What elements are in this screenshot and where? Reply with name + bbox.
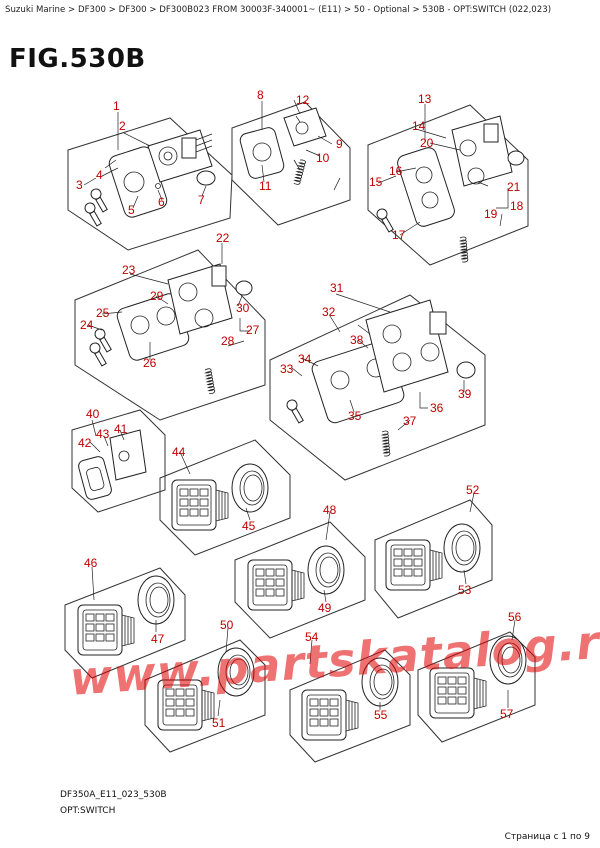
callout-12: 12 bbox=[296, 93, 310, 107]
panel-stop-switch bbox=[231, 101, 351, 226]
diagram-subtitle: OPT:SWITCH bbox=[60, 806, 116, 816]
callout-18: 18 bbox=[510, 199, 524, 213]
callout-4: 4 bbox=[96, 168, 103, 182]
callout-54: 54 bbox=[305, 630, 319, 644]
callouts: 1 2 3 4 5 6 7 8 9 10 11 12 13 14 15 16 1… bbox=[76, 88, 524, 730]
callout-39: 39 bbox=[458, 387, 472, 401]
callout-42: 42 bbox=[78, 436, 92, 450]
panel-ignition-dual-b bbox=[74, 249, 266, 421]
callout-21: 21 bbox=[507, 180, 521, 194]
breadcrumb: Suzuki Marine > DF300 > DF300 > DF300B02… bbox=[5, 5, 552, 15]
callout-15: 15 bbox=[369, 175, 383, 189]
callout-16: 16 bbox=[389, 164, 403, 178]
panel-keypad-54 bbox=[289, 649, 411, 763]
callout-14: 14 bbox=[412, 119, 426, 133]
callout-30: 30 bbox=[236, 301, 250, 315]
page-counter: Страница с 1 по 9 bbox=[504, 832, 590, 842]
panel-keypad-46 bbox=[64, 567, 186, 679]
panel-keypad-56 bbox=[417, 631, 536, 743]
callout-22: 22 bbox=[216, 231, 230, 245]
callout-9: 9 bbox=[336, 137, 343, 151]
callout-33: 33 bbox=[280, 362, 294, 376]
callout-7: 7 bbox=[198, 193, 205, 207]
callout-57: 57 bbox=[500, 707, 514, 721]
panel-small-switch bbox=[71, 409, 166, 513]
callout-11: 11 bbox=[259, 179, 272, 193]
callout-20: 20 bbox=[420, 136, 434, 150]
callout-37: 37 bbox=[403, 414, 417, 428]
callout-38: 38 bbox=[350, 333, 364, 347]
callout-49: 49 bbox=[318, 601, 332, 615]
panel-keypad-44 bbox=[159, 439, 291, 556]
callout-53: 53 bbox=[458, 583, 472, 597]
callout-25: 25 bbox=[96, 306, 110, 320]
callout-51: 51 bbox=[212, 716, 226, 730]
callout-40: 40 bbox=[86, 407, 100, 421]
callout-24: 24 bbox=[80, 318, 94, 332]
callout-26: 26 bbox=[143, 356, 157, 370]
callout-10: 10 bbox=[316, 151, 330, 165]
callout-41: 41 bbox=[114, 422, 128, 436]
diagram-code: DF350A_E11_023_530B bbox=[60, 790, 167, 800]
callout-48: 48 bbox=[323, 503, 337, 517]
callout-8: 8 bbox=[257, 88, 264, 102]
callout-46: 46 bbox=[84, 556, 98, 570]
callout-34: 34 bbox=[298, 352, 312, 366]
callout-17: 17 bbox=[392, 228, 406, 242]
panel-keypad-52 bbox=[374, 499, 493, 619]
callout-1: 1 bbox=[113, 99, 120, 113]
callout-13: 13 bbox=[418, 92, 432, 106]
leader-lines bbox=[83, 99, 516, 717]
callout-27: 27 bbox=[246, 323, 260, 337]
callout-2: 2 bbox=[119, 119, 126, 133]
callout-52: 52 bbox=[466, 483, 480, 497]
panel-ignition-triple bbox=[269, 294, 486, 481]
callout-35: 35 bbox=[348, 409, 362, 423]
callout-45: 45 bbox=[242, 519, 256, 533]
callout-56: 56 bbox=[508, 610, 522, 624]
panel-ignition-dual bbox=[367, 104, 529, 266]
callout-36: 36 bbox=[430, 401, 444, 415]
callout-43: 43 bbox=[96, 427, 110, 441]
callout-32: 32 bbox=[322, 305, 336, 319]
callout-5: 5 bbox=[128, 203, 135, 217]
panel-ignition-single bbox=[67, 117, 233, 251]
callout-29: 29 bbox=[150, 289, 164, 303]
callout-19: 19 bbox=[484, 207, 498, 221]
callout-31: 31 bbox=[330, 281, 344, 295]
figure-title: FIG.530B bbox=[9, 44, 146, 74]
callout-44: 44 bbox=[172, 445, 186, 459]
callout-6: 6 bbox=[158, 195, 165, 209]
callout-47: 47 bbox=[151, 632, 165, 646]
callout-55: 55 bbox=[374, 708, 388, 722]
callout-3: 3 bbox=[76, 178, 83, 192]
panel-keypad-50 bbox=[144, 639, 266, 753]
callout-23: 23 bbox=[122, 263, 136, 277]
callout-50: 50 bbox=[220, 618, 234, 632]
callout-28: 28 bbox=[221, 334, 235, 348]
panel-keypad-48 bbox=[234, 521, 366, 639]
